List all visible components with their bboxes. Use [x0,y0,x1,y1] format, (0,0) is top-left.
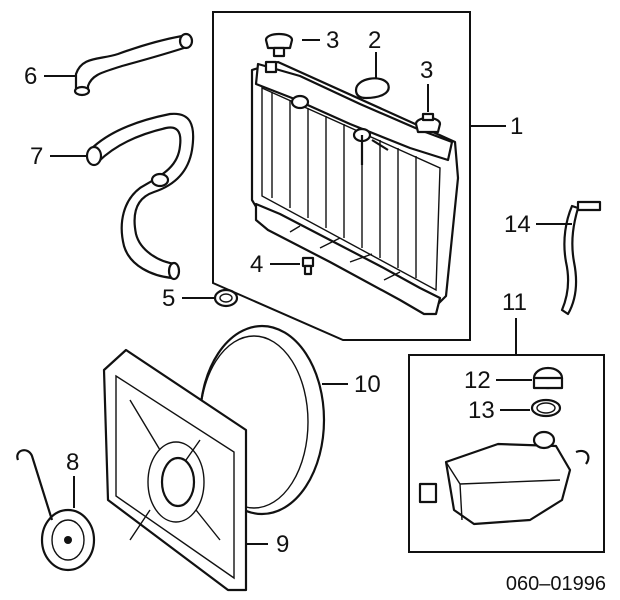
part-12-reservoir-cap [532,366,564,390]
part-5-clamp [213,288,239,308]
callout-12: 12 [464,367,491,394]
part-7-lower-hose [85,112,195,281]
diagram-code: 060–01996 [506,573,606,595]
part-8-fan-motor [16,449,96,572]
callout-4: 4 [250,251,263,278]
callout-9: 9 [276,531,289,558]
part-14-overflow-hose [560,200,602,316]
callout-7: 7 [30,143,43,170]
callout-10: 10 [354,371,381,398]
callout-14: 14 [504,211,531,238]
callout-8: 8 [66,449,79,476]
callout-6: 6 [24,63,37,90]
callout-1: 1 [510,113,523,140]
radiator [250,60,460,316]
part-4-drain-plug [301,256,315,276]
part-3-mount-right [414,112,442,134]
callout-5: 5 [162,285,175,312]
callout-3-right: 3 [420,57,433,84]
callout-2: 2 [368,27,381,54]
part-2-cap [354,77,390,100]
coolant-reservoir-tank [418,430,590,526]
reservoir-group-frame [408,354,605,553]
part-3-mount-top [264,32,294,58]
callout-3-top: 3 [326,27,339,54]
part-9-fan-shroud [102,348,248,592]
radiator-group-frame [212,11,471,341]
callout-13: 13 [468,397,495,424]
part-6-upper-hose [73,32,194,97]
part-13-o-ring [530,398,562,418]
callout-11: 11 [502,289,527,316]
